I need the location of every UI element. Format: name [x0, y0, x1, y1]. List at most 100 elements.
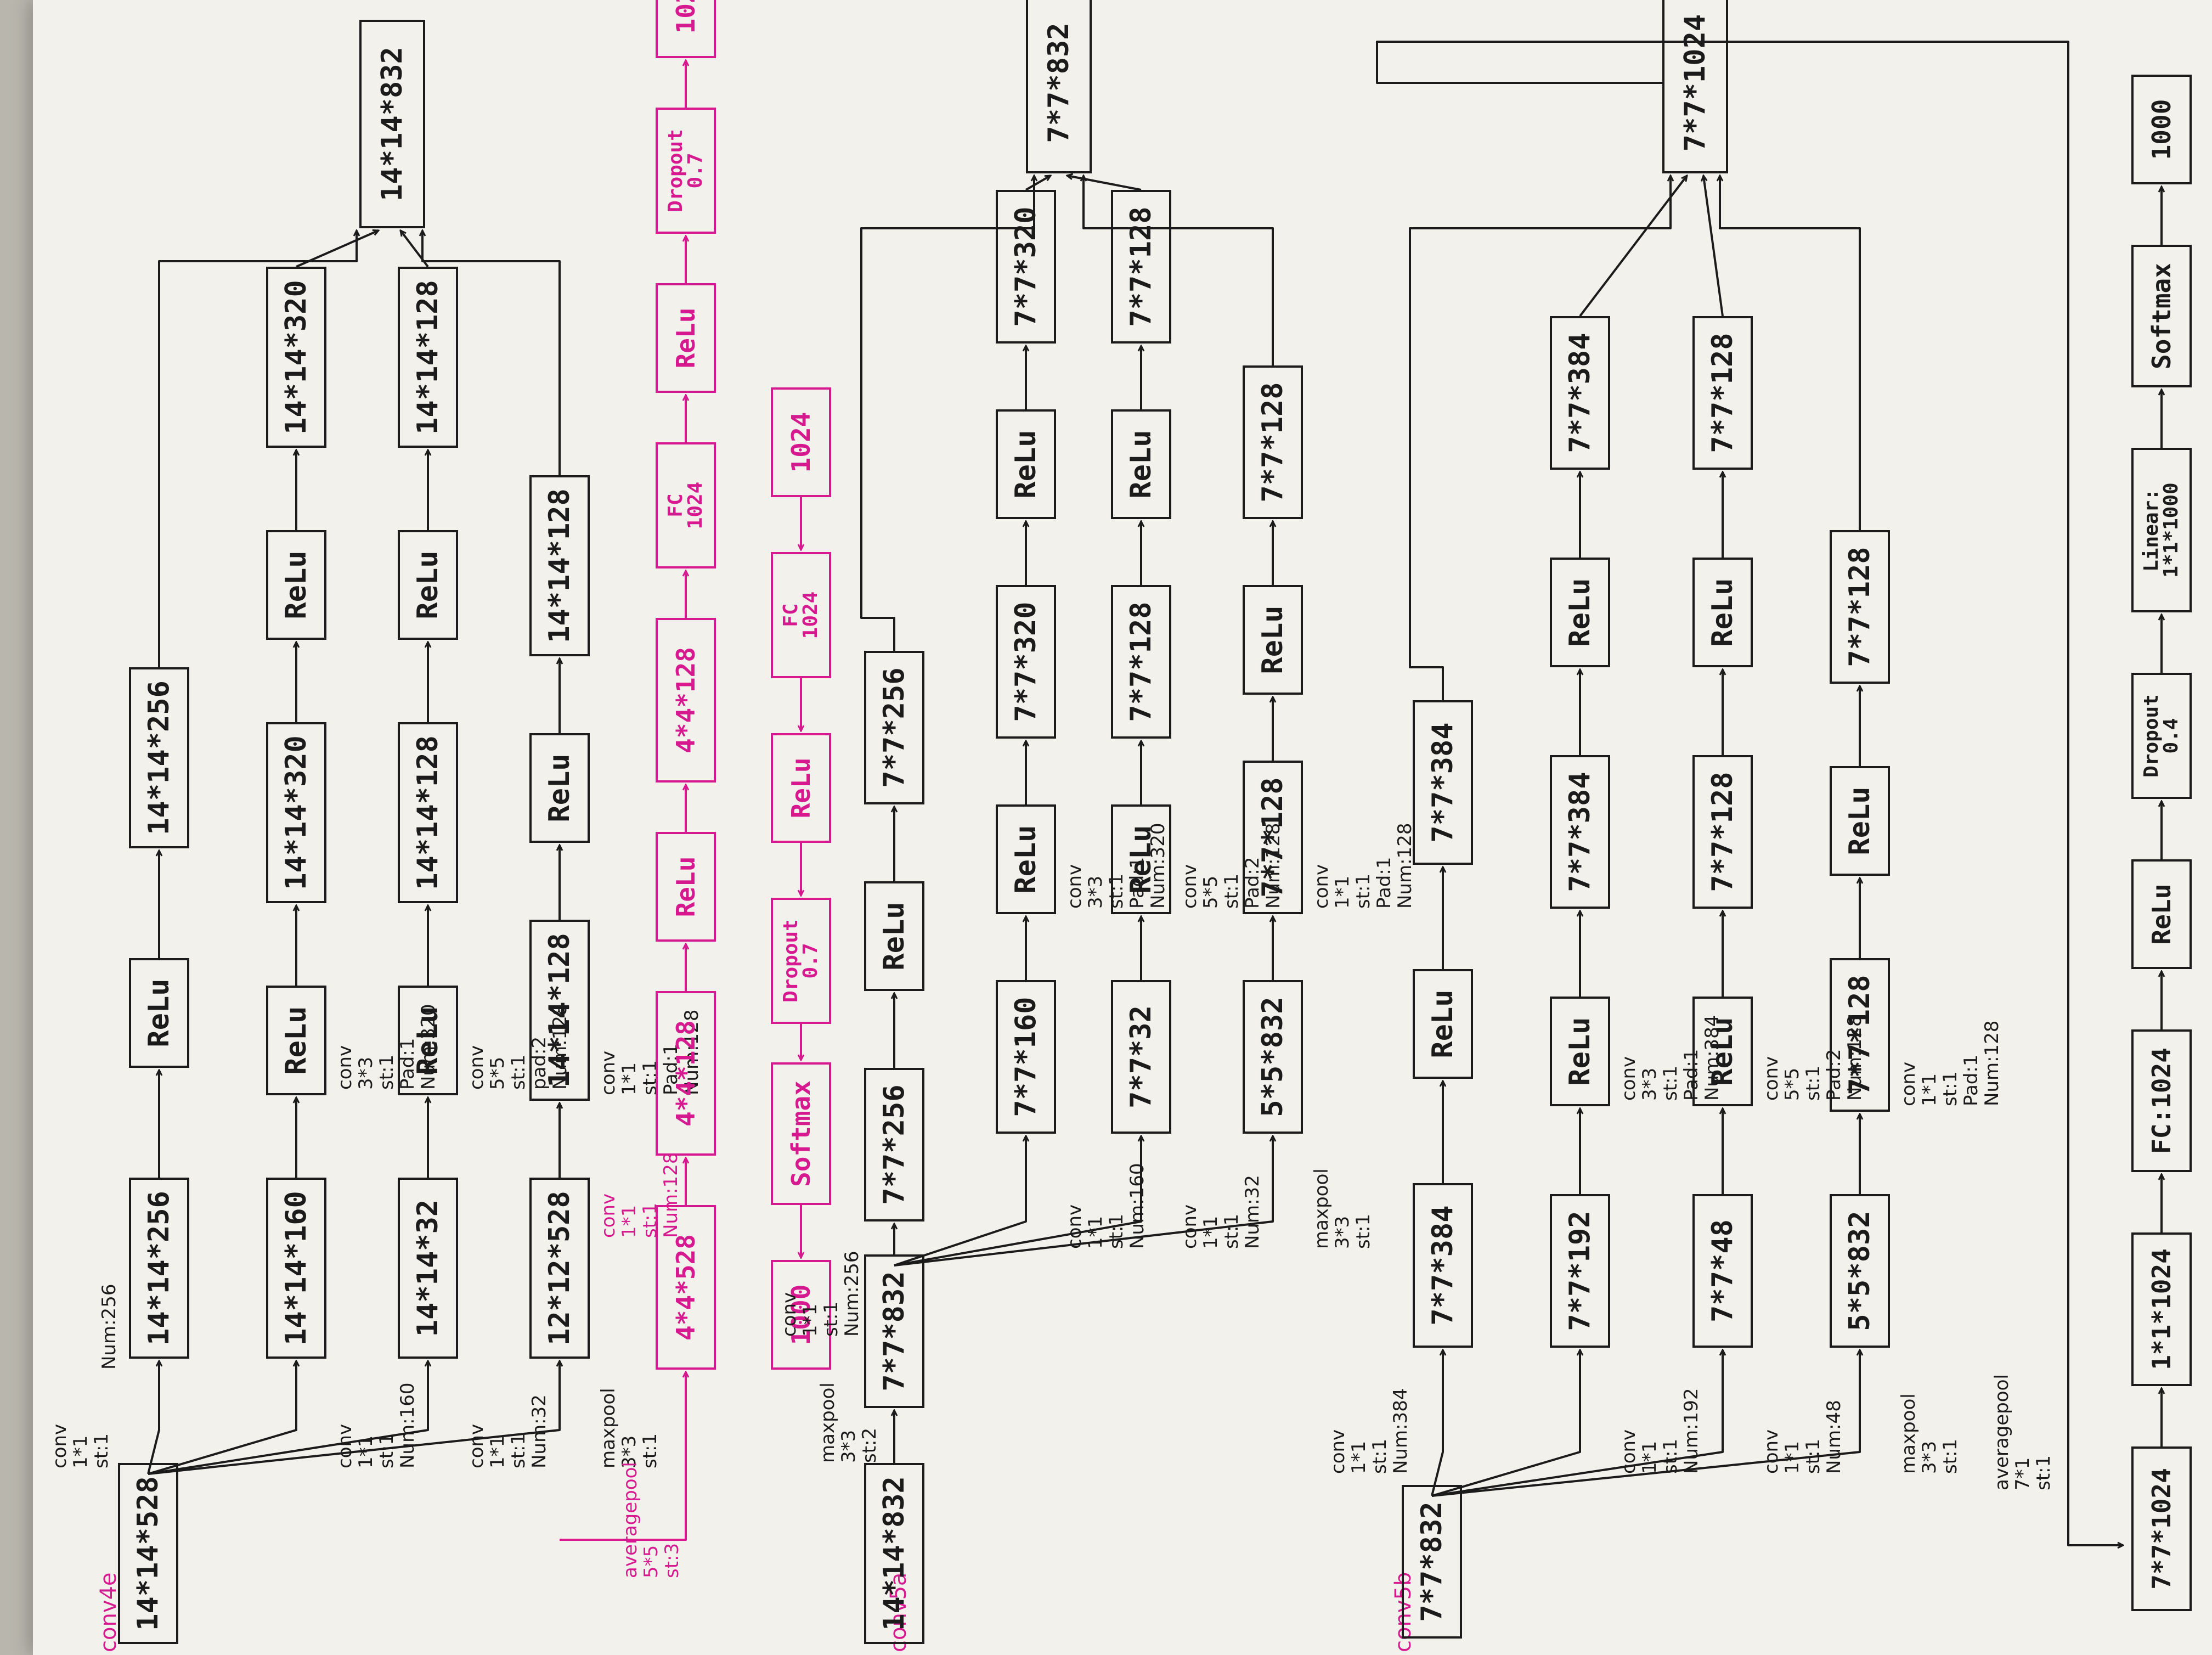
head-box-7: 1000	[2131, 75, 2192, 184]
conv5b-b3-ann2: conv 1*1 st:1 Pad:1 Num:128	[1898, 1020, 2003, 1106]
conv5b-b2-box-0: 7*7*48	[1692, 1194, 1753, 1348]
aux-row1-box-1: 4*4*128	[656, 991, 716, 1156]
conv4e-b2-box-4: 14*14*128	[398, 267, 458, 448]
conv4e-b3-in-arrow	[148, 1361, 560, 1475]
conv4e-b1-box-1: ReLu	[266, 986, 326, 1095]
conv4e-b2-box-0: 14*14*32	[398, 1178, 458, 1359]
conv5a-b3-ann1: maxpool 3*3 st:1	[1311, 1168, 1374, 1249]
conv5b-b0-box-0: 7*7*384	[1413, 1183, 1473, 1348]
conv4e-b2-ann1: conv 1*1 st:1 Num:32	[466, 1394, 550, 1468]
aux-row2-box-5: 1024	[771, 387, 831, 497]
head-box-6: Softmax	[2131, 245, 2192, 387]
conv4e-b2-in-arrow	[148, 1361, 428, 1475]
head-box-2: FC:1024	[2131, 1029, 2192, 1172]
conv5a-b2-ann1: conv 1*1 st:1 Num:32	[1179, 1175, 1263, 1249]
head-ann: averagepool 7*1 st:1	[1991, 1374, 2055, 1490]
conv4e-b1-out-arrow	[296, 230, 379, 268]
conv5b-b2-ann1: conv 1*1 st:1 Num:48	[1760, 1400, 1845, 1474]
conv5a-b3-box-3: 7*7*128	[1243, 365, 1303, 519]
conv5a-b1-box-3: ReLu	[996, 409, 1056, 519]
conv5a-b2-box-1: ReLu	[1111, 804, 1171, 914]
conv4e-b1-box-3: ReLu	[266, 530, 326, 640]
aux-row2-box-1: Softmax	[771, 1062, 831, 1205]
conv5b-output-box: 7*7*1024	[1662, 0, 1728, 173]
conv5b-b0-box-1: ReLu	[1413, 969, 1473, 1079]
conv4e-b0-ann1b: Num:256	[98, 1284, 120, 1370]
aux-pool-ann: averagepool 5*5 st:3	[619, 1462, 683, 1578]
head-box-5: Linear:1*1*1000	[2131, 448, 2192, 612]
conv4e-b3-box-0: 12*12*528	[529, 1178, 590, 1359]
conv4e-output-box: 14*14*832	[359, 20, 425, 228]
conv5b-b0-out-arrow	[1409, 176, 1671, 700]
conv5a-input-box: 14*14*832	[864, 1463, 924, 1644]
conv5b-b1-box-1: ReLu	[1550, 997, 1610, 1106]
conv5a-b0-box-0: 7*7*256	[864, 1068, 924, 1221]
conv4e-b3-box-2: ReLu	[529, 733, 590, 843]
conv4e-b2-box-1: ReLu	[398, 986, 458, 1095]
conv5b-b2-box-4: 7*7*128	[1692, 316, 1753, 470]
conv4e-input-box: 14*14*528	[118, 1463, 178, 1644]
conv5b-b3-in-arrow	[1431, 1350, 1860, 1497]
conv4e-b1-box-4: 14*14*320	[266, 267, 326, 448]
conv5b-b1-in-arrow	[1431, 1350, 1580, 1497]
aux-row1-box-2: ReLu	[656, 832, 716, 942]
conv4e-b0-out-arrow	[158, 230, 357, 667]
conv5a-b2-box-4: 7*7*128	[1111, 190, 1171, 344]
conv5b-b2-in-arrow	[1431, 1350, 1723, 1497]
conv5a-b0-out-arrow	[860, 176, 1034, 651]
conv5a-b1-in-arrow	[894, 1136, 1026, 1266]
conv5b-b2-box-3: ReLu	[1692, 558, 1753, 667]
connection-lines	[147, 41, 2211, 1655]
conv5b-b2-box-1: ReLu	[1692, 997, 1753, 1106]
conv5a-b3-out-arrow	[1084, 176, 1274, 365]
conv4e-b3-ann1: maxpool 3*3 st:1	[597, 1388, 661, 1468]
conv5a-b3-in-arrow	[894, 1136, 1273, 1266]
conv5b-b3-box-2: ReLu	[1830, 766, 1890, 876]
conv4e-b1-ann1: conv 1*1 st:1 Num:160	[334, 1382, 419, 1468]
conv4e-b1-in-arrow	[148, 1361, 296, 1475]
conv5b-b0-box-2: 7*7*384	[1413, 700, 1473, 865]
conv5b-input-box: 7*7*832	[1402, 1485, 1462, 1639]
conv4e-b1-box-2: 14*14*320	[266, 722, 326, 903]
conv5a-b0-box-1: ReLu	[864, 881, 924, 991]
conv5a-b2-box-0: 7*7*32	[1111, 980, 1171, 1134]
conv5a-b1-box-4: 7*7*320	[996, 190, 1056, 344]
conv5a-b1-out-arrow	[1025, 174, 1051, 191]
conv4e-b2-box-3: ReLu	[398, 530, 458, 640]
conv5b-b2-box-2: 7*7*128	[1692, 755, 1753, 909]
conv5a-b2-out-arrow	[1067, 176, 1142, 191]
conv5a-b1-box-1: ReLu	[996, 804, 1056, 914]
conv5b-b1-box-4: 7*7*384	[1550, 316, 1610, 470]
conv5a-b3-ann2: conv 1*1 st:1 Pad:1 Num:128	[1311, 823, 1416, 909]
conv5b-b3-out-arrow	[1720, 176, 1861, 530]
conv5a-b3-box-0: 5*5*832	[1243, 980, 1303, 1134]
conv5a-b1-box-0: 7*7*160	[996, 980, 1056, 1134]
conv4e-b3-box-1: 14*14*128	[529, 920, 590, 1101]
aux-row1-box-3: 4*4*128	[656, 618, 716, 783]
conv5a-b3-box-2: ReLu	[1243, 585, 1303, 695]
conv5a-b0-ann1: conv 1*1 st:1 Num:256	[778, 1251, 863, 1337]
aux-row1-box-7: 1024	[656, 0, 716, 58]
conv4e-b3-out-arrow	[422, 230, 561, 475]
conv5b-b2-out-arrow	[1703, 176, 1724, 317]
conv4e-b0-ann1: conv 1*1 st:1	[49, 1423, 112, 1468]
aux-row1-box-0: 4*4*528	[656, 1205, 716, 1370]
conv5a-output-box: 7*7*832	[1026, 0, 1092, 173]
aux-row2-box-3: ReLu	[771, 733, 831, 843]
conv4e-b0-box-0: 14*14*256	[129, 1178, 189, 1359]
conv5a-b3-box-1: 7*7*128	[1243, 761, 1303, 914]
conv5b-b1-box-3: ReLu	[1550, 558, 1610, 667]
conv5b-b1-box-2: 7*7*384	[1550, 755, 1610, 909]
conv5b-b1-ann1: conv 1*1 st:1 Num:192	[1618, 1388, 1702, 1474]
conv5a-b2-box-2: 7*7*128	[1111, 585, 1171, 739]
conv5b-b0-ann1: conv 1*1 st:1 Num:384	[1327, 1388, 1412, 1474]
conv5b-b1-box-0: 7*7*192	[1550, 1194, 1610, 1348]
conv4e-b0-box-1: ReLu	[129, 958, 189, 1068]
conv4e-b1-box-0: 14*14*160	[266, 1178, 326, 1359]
conv4e-b3-box-3: 14*14*128	[529, 475, 590, 656]
